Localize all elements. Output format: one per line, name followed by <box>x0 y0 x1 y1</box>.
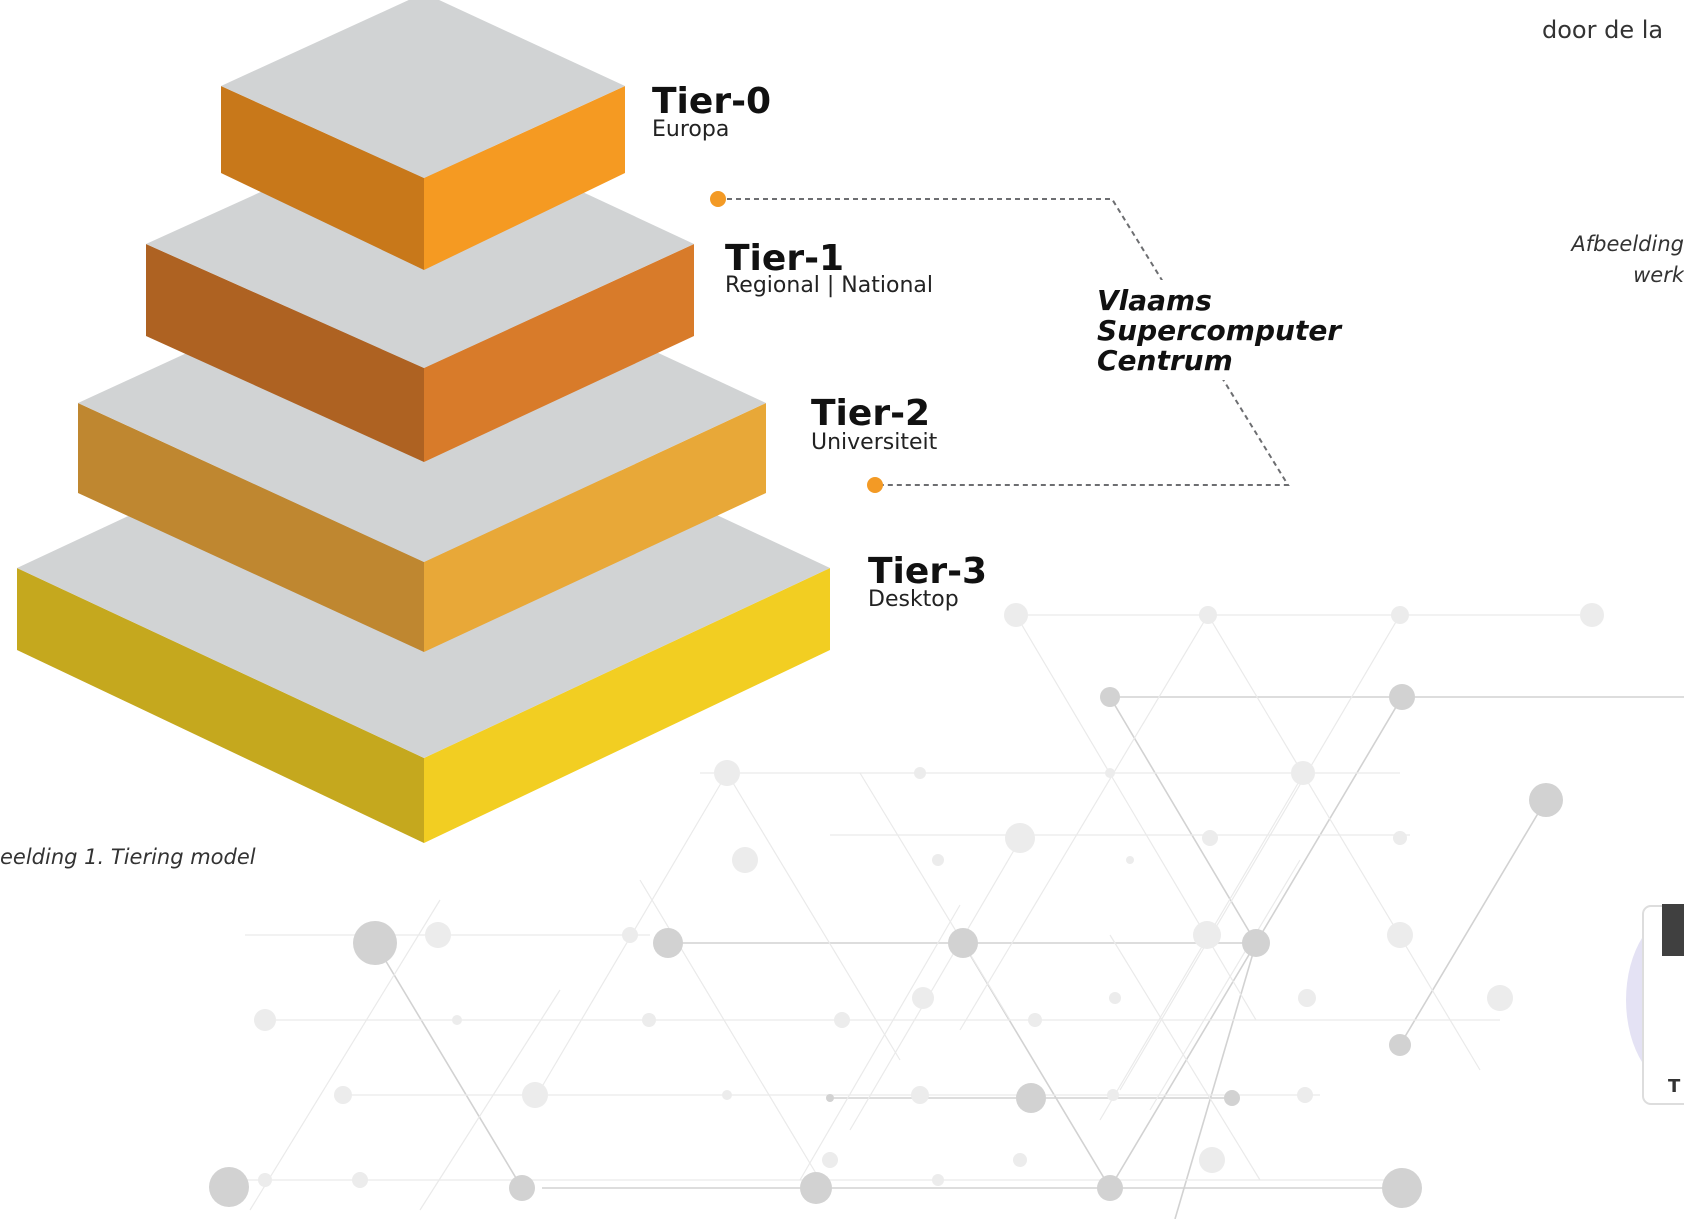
network-nodes <box>209 684 1563 1208</box>
tier-1-right-face <box>424 244 694 462</box>
vsc-label-line-1: Vlaams <box>1097 284 1212 317</box>
bracket-dot-top <box>710 191 726 207</box>
top-right-text-fragment: door de la <box>1542 16 1663 44</box>
bracket-dot-bottom <box>867 477 883 493</box>
network-faint-nodes <box>254 603 1604 1188</box>
tier-3-left-face <box>17 568 424 843</box>
card-dark-block <box>1662 904 1684 956</box>
tier-0-sub: Europa <box>652 117 729 142</box>
tier-0-top-face <box>221 0 625 178</box>
network-background <box>374 696 1684 1219</box>
tier-3-sub: Desktop <box>868 587 959 612</box>
vsc-label-line-3: Centrum <box>1097 344 1233 377</box>
tier-1-name: Tier-1 <box>725 238 844 279</box>
network-faint-lines <box>230 614 1592 1211</box>
tier-3-name: Tier-3 <box>868 551 987 592</box>
tier-2-left-face <box>78 403 424 652</box>
right-caption-line-2: werk <box>1633 263 1684 287</box>
tier-0-right-face <box>424 86 625 270</box>
tier-1-sub: Regional | National <box>725 273 933 298</box>
tier-1-left-face <box>146 244 424 462</box>
tier-0-name: Tier-0 <box>652 81 771 122</box>
figure-caption: eelding 1. Tiering model <box>0 845 256 869</box>
card-text-fragment: T <box>1668 1076 1681 1097</box>
tier-2-right-face <box>424 403 766 652</box>
vsc-label-backdrop <box>1090 280 1360 380</box>
tier-2-name: Tier-2 <box>811 393 930 434</box>
tier-0-block <box>221 0 625 270</box>
tier-3-right-face <box>424 568 830 843</box>
tier-2-sub: Universiteit <box>811 430 938 455</box>
right-caption-line-1: Afbeelding <box>1569 232 1684 256</box>
vsc-label-line-2: Supercomputer <box>1097 314 1343 347</box>
cropped-card: T <box>1626 904 1684 1105</box>
tier-0-left-face <box>221 86 424 270</box>
